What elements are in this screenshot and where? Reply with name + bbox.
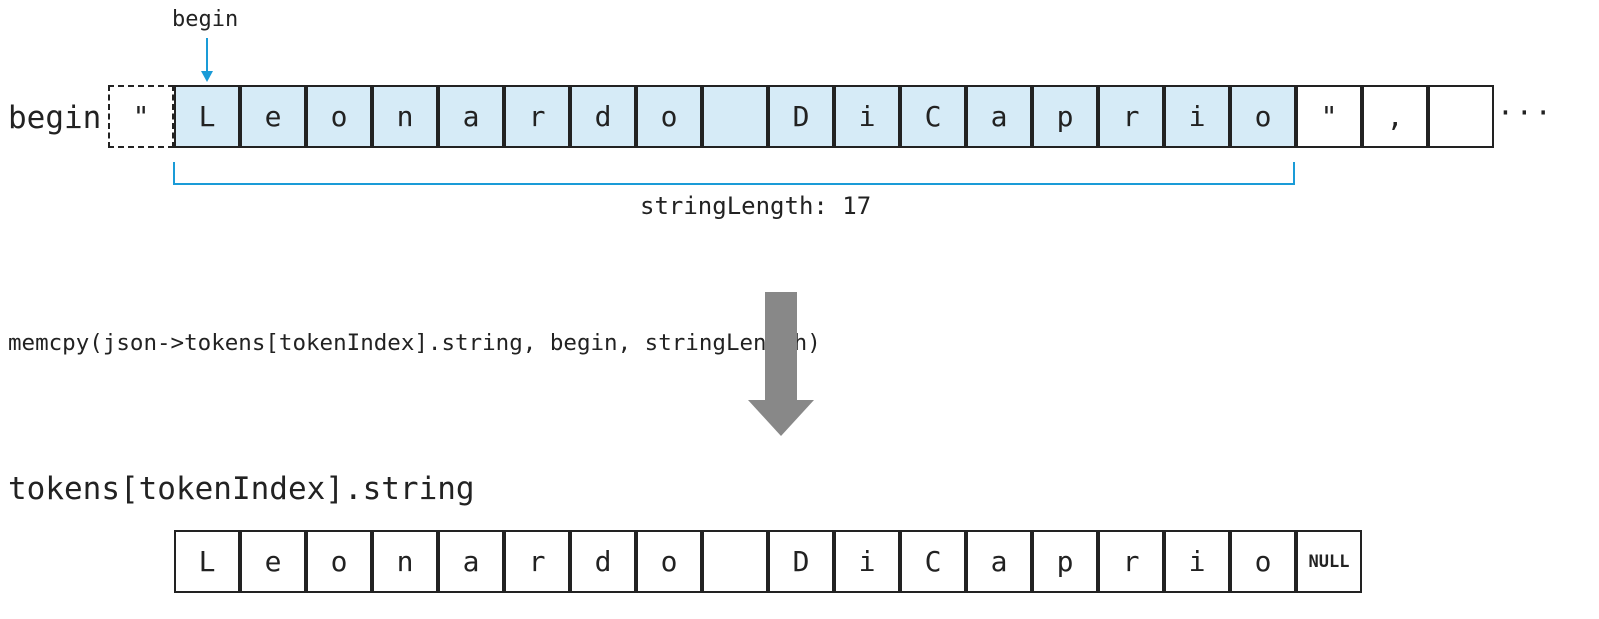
source-trailing-cell [1428,85,1494,148]
destination-row-label: tokens[tokenIndex].string [8,471,475,507]
destination-char-cell: i [834,530,900,593]
string-length-bracket [173,162,1295,185]
source-char-cell: i [834,85,900,148]
destination-char-cell [702,530,768,593]
string-length-label: stringLength: 17 [640,192,872,220]
source-char-cell: a [966,85,1032,148]
destination-char-cell: o [1230,530,1296,593]
source-char-cell: p [1032,85,1098,148]
source-char-cell: D [768,85,834,148]
destination-char-cell: L [174,530,240,593]
destination-char-cell: o [306,530,372,593]
source-char-cell: o [306,85,372,148]
destination-char-cell: r [1098,530,1164,593]
destination-char-cell: p [1032,530,1098,593]
ellipsis-indicator: ··· [1497,96,1554,129]
source-char-cell: r [1098,85,1164,148]
source-row-label: begin [8,100,102,136]
down-arrow-icon [748,292,814,436]
source-trailing-cell: " [1296,85,1362,148]
source-cell-quote-open: " [108,85,174,148]
destination-char-cell: a [438,530,504,593]
source-trailing-cell: , [1362,85,1428,148]
begin-pointer-arrow-icon [201,38,213,82]
begin-pointer-label: begin [172,7,239,32]
destination-char-cell: a [966,530,1032,593]
destination-char-cell: i [1164,530,1230,593]
source-char-cell: a [438,85,504,148]
destination-char-cell: e [240,530,306,593]
destination-char-cell: C [900,530,966,593]
source-char-cell: e [240,85,306,148]
source-char-cell: o [636,85,702,148]
memcpy-call-label: memcpy(json->tokens[tokenIndex].string, … [8,330,821,356]
source-char-cell: n [372,85,438,148]
source-char-cell: L [174,85,240,148]
destination-char-cell: d [570,530,636,593]
destination-char-cell: D [768,530,834,593]
source-char-cell [702,85,768,148]
source-char-cell: i [1164,85,1230,148]
destination-char-cell: o [636,530,702,593]
source-char-cell: C [900,85,966,148]
destination-char-cell: n [372,530,438,593]
source-char-cell: o [1230,85,1296,148]
source-char-cell: d [570,85,636,148]
source-char-cell: r [504,85,570,148]
destination-char-cell: r [504,530,570,593]
destination-null-terminator-cell: NULL [1296,530,1362,593]
